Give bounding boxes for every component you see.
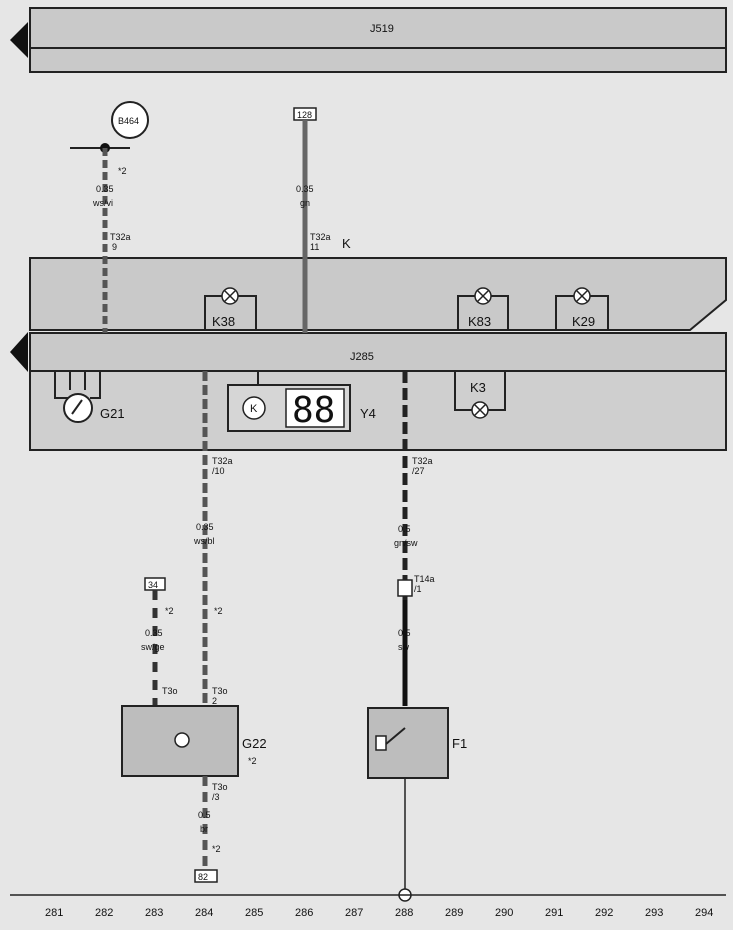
c82-box <box>194 869 218 883</box>
column-number: 294 <box>695 907 713 919</box>
w288-pin2: /1 <box>414 584 422 594</box>
w284c-conn: T3o <box>212 782 228 792</box>
g22-label: G22 <box>242 736 267 751</box>
w288-conn: T32a <box>412 456 433 466</box>
left-arrow-icon <box>10 22 28 58</box>
column-number: 288 <box>395 907 413 919</box>
w284b-conn: T3o <box>212 686 228 696</box>
w284a-conn: T32a <box>212 456 233 466</box>
k-label: K <box>342 236 351 251</box>
column-number: 289 <box>445 907 463 919</box>
w282-size: 0.35 <box>96 184 114 194</box>
column-number: 291 <box>545 907 563 919</box>
k-clock-letter: K <box>250 403 258 415</box>
w284c-color: br <box>200 824 208 834</box>
k29-label: K29 <box>572 314 595 329</box>
g22-sensor-icon <box>174 732 190 748</box>
j285-block <box>29 332 727 372</box>
column-number: 284 <box>195 907 213 919</box>
w283-note: *2 <box>165 606 174 616</box>
left-arrow-icon-2 <box>10 332 28 372</box>
w282-pin: 9 <box>112 242 117 252</box>
k29-lamp <box>555 287 609 330</box>
w288-color2: sw <box>398 642 410 652</box>
k83-lamp <box>457 287 509 330</box>
w282-color: ws/vi <box>92 198 113 208</box>
k-block <box>29 257 727 331</box>
column-number: 287 <box>345 907 363 919</box>
column-number: 285 <box>245 907 263 919</box>
w284a-note: *2 <box>214 606 223 616</box>
k38-label: K38 <box>212 314 235 329</box>
j519-block <box>29 7 727 49</box>
f1-label: F1 <box>452 736 467 751</box>
w283-color: sw/ge <box>141 642 165 652</box>
y4-digits: 88 <box>292 390 335 431</box>
j285-label: J285 <box>350 351 374 363</box>
column-number: 281 <box>45 907 63 919</box>
w284b-pin: 2 <box>212 696 217 706</box>
w288-conn2: T14a <box>414 574 435 584</box>
w282-note: *2 <box>118 166 127 176</box>
g21-label: G21 <box>100 406 125 421</box>
w286-conn: T32a <box>310 232 331 242</box>
k83-label: K83 <box>468 314 491 329</box>
b464-circle <box>111 101 149 139</box>
y4-label: Y4 <box>360 406 376 421</box>
w284c-pin: /3 <box>212 792 220 802</box>
b464-label: B464 <box>118 116 139 126</box>
g22-note: *2 <box>248 756 257 766</box>
j519-label: J519 <box>370 23 394 35</box>
f1-switch-icon <box>375 735 387 751</box>
w288-pin: /27 <box>412 466 425 476</box>
t14a-connector <box>397 579 413 597</box>
w288-color: gn/sw <box>394 538 418 548</box>
w283-conn: T3o <box>162 686 178 696</box>
column-numbers: 281 282 283 284 285 286 287 288 289 290 291 292 293 2… <box>45 907 713 919</box>
w286-pin: 11 <box>310 242 319 252</box>
w288-size2: 0.5 <box>398 628 411 638</box>
column-number: 293 <box>645 907 663 919</box>
c128-label: 128 <box>297 110 312 120</box>
column-number: 283 <box>145 907 163 919</box>
k38-lamp <box>204 287 257 330</box>
c34-label: 34 <box>148 580 158 590</box>
k3-label: K3 <box>470 380 486 395</box>
column-number: 290 <box>495 907 513 919</box>
g21-gauge <box>54 371 101 423</box>
j285-lower <box>29 370 727 451</box>
column-number: 292 <box>595 907 613 919</box>
k-clock-icon <box>242 396 266 420</box>
k3-lamp <box>454 371 506 419</box>
w284a-pin: /10 <box>212 466 225 476</box>
w282-conn: T32a <box>110 232 131 242</box>
w284c-size: 0.5 <box>198 810 211 820</box>
w283-size: 0.35 <box>145 628 163 638</box>
w284a-size: 0.35 <box>196 522 214 532</box>
w284c-note: *2 <box>212 844 221 854</box>
column-number: 286 <box>295 907 313 919</box>
w288-size: 0.5 <box>398 524 411 534</box>
f1-contact <box>385 727 406 745</box>
w286-size: 0.35 <box>296 184 314 194</box>
w284a-color: ws/bl <box>193 536 215 546</box>
c82-label: 82 <box>198 872 208 882</box>
y4-digits-box <box>285 388 345 428</box>
w286-color: gn <box>300 198 310 208</box>
column-number: 282 <box>95 907 113 919</box>
j519-bar <box>29 47 727 73</box>
